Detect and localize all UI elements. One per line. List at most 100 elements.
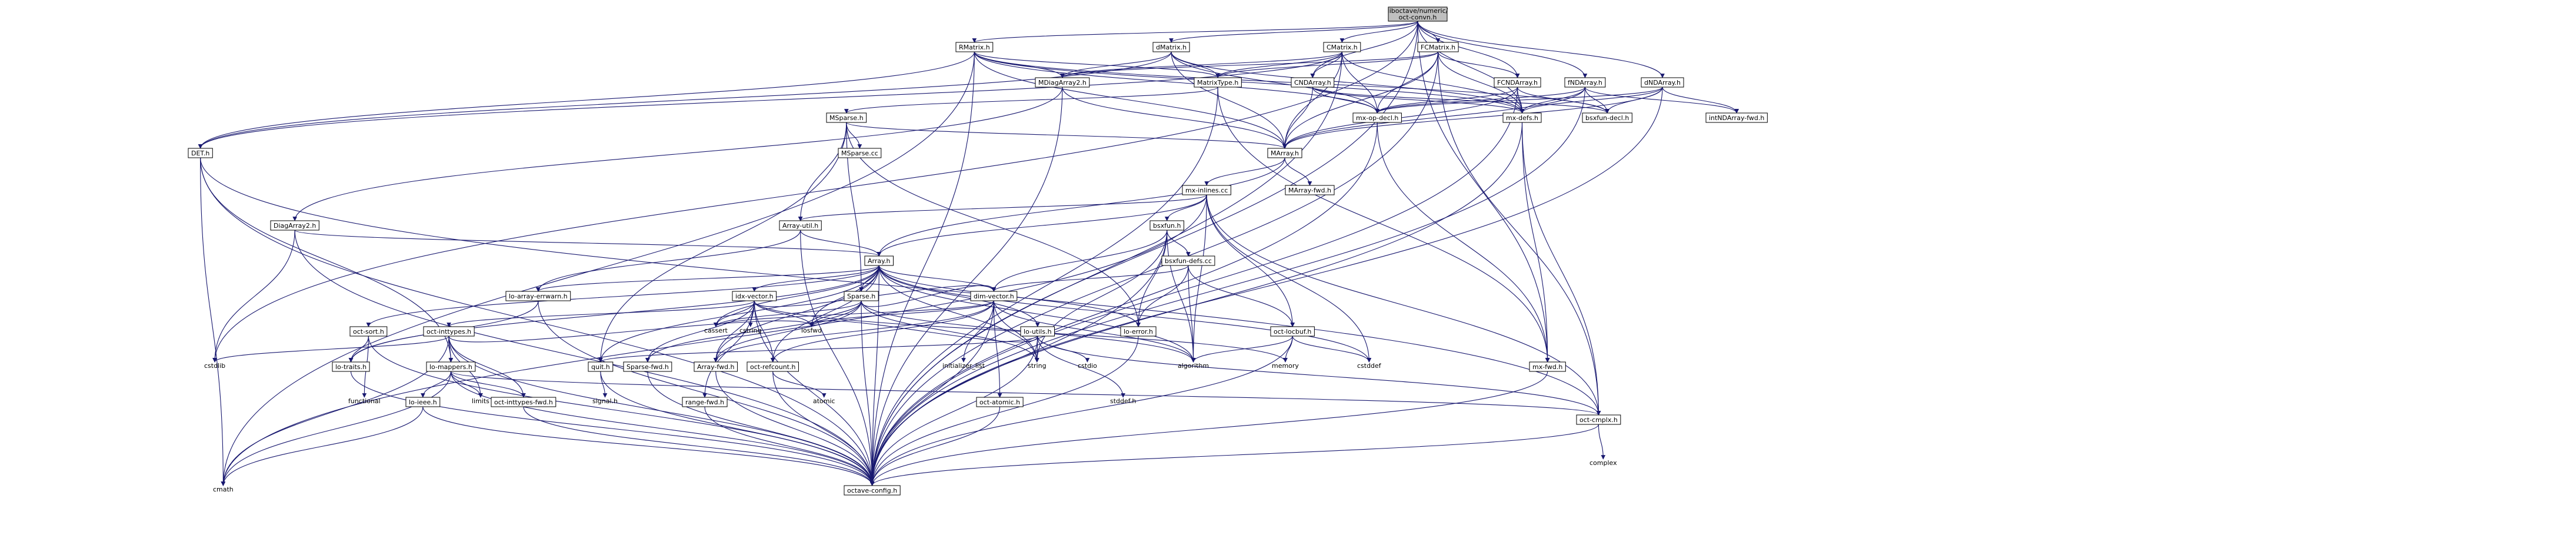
node-dmatrix[interactable]: dMatrix.h bbox=[1152, 42, 1190, 52]
edge-bsxfun-to-algorithm bbox=[1167, 230, 1196, 363]
node-sparsefwd[interactable]: Sparse-fwd.h bbox=[623, 361, 672, 372]
node-quith[interactable]: quit.h bbox=[588, 361, 614, 372]
edge-dimvector-to-algorithm bbox=[993, 300, 1196, 363]
edge-root-to-fndarray bbox=[1417, 21, 1588, 78]
edge-bsxfundefs-to-loerror bbox=[1136, 265, 1189, 327]
node-idxvector[interactable]: idx-vector.h bbox=[732, 291, 777, 301]
node-stddef: stddef.h bbox=[1110, 397, 1136, 405]
edge-cmatrix-to-marray bbox=[1282, 51, 1342, 149]
node-mdiagarray2[interactable]: MDiagArray2.h bbox=[1035, 77, 1090, 88]
node-msparsecc[interactable]: MSparse.cc bbox=[838, 148, 882, 158]
node-label: oct-refcount.h bbox=[750, 363, 796, 371]
edge-fndarray-to-marray bbox=[1282, 87, 1585, 149]
edge-rmatrix-to-cmath bbox=[221, 51, 975, 486]
node-lomappers[interactable]: lo-mappers.h bbox=[426, 361, 476, 372]
node-octcmplx[interactable]: oct-cmplx.h bbox=[1576, 414, 1621, 425]
node-loieee[interactable]: lo-ieee.h bbox=[405, 397, 441, 407]
node-dndarray[interactable]: dNDArray.h bbox=[1641, 77, 1684, 88]
edge-mxinlines-to-array bbox=[877, 194, 1207, 257]
edge-idxvector-to-octinttypes bbox=[446, 300, 755, 327]
node-fndarray[interactable]: fNDArray.h bbox=[1564, 77, 1606, 88]
edge-octatomic-to-octaveconfig bbox=[869, 406, 1001, 486]
node-mxtype[interactable]: MatrixType.h bbox=[1194, 77, 1242, 88]
edge-root-to-rmatrix bbox=[972, 21, 1418, 43]
node-label: FCMatrix.h bbox=[1421, 44, 1455, 51]
node-arrayutil[interactable]: Array-util.h bbox=[779, 220, 822, 231]
node-array[interactable]: Array.h bbox=[864, 255, 894, 266]
edge-sparse-to-arrayfwd bbox=[713, 300, 862, 363]
node-bsxfun[interactable]: bsxfun.h bbox=[1149, 220, 1185, 231]
node-bsxfundefs[interactable]: bsxfun-defs.cc bbox=[1161, 255, 1215, 266]
edge-array-to-cassert bbox=[714, 265, 879, 327]
node-label: oct-locbuf.h bbox=[1274, 328, 1311, 336]
node-sparse[interactable]: Sparse.h bbox=[844, 291, 879, 301]
edge-cmatrix-to-mxtype bbox=[1215, 51, 1342, 78]
node-rangefwd[interactable]: range-fwd.h bbox=[682, 397, 728, 407]
edge-fcmatrix-to-fcndarray bbox=[1438, 51, 1520, 78]
node-loutils[interactable]: lo-utils.h bbox=[1020, 326, 1055, 337]
node-initlist: initializer_list bbox=[942, 362, 985, 370]
node-iosfwd: iosfwd bbox=[801, 327, 822, 334]
edge-fcmatrix-to-marray bbox=[1282, 51, 1439, 149]
edge-fndarray-to-octaveconfig bbox=[869, 87, 1585, 486]
node-label: oct-sort.h bbox=[353, 328, 384, 336]
node-label: octave-config.h bbox=[847, 487, 897, 494]
edge-octinttypes-to-iosfwd bbox=[448, 320, 814, 343]
node-fcndarray[interactable]: FCNDArray.h bbox=[1494, 77, 1541, 88]
node-label: Sparse-fwd.h bbox=[626, 363, 669, 371]
node-arrayfwd[interactable]: Array-fwd.h bbox=[694, 361, 738, 372]
edge-idxvector-to-sparsefwd bbox=[645, 300, 755, 363]
edge-loutils-to-stddef bbox=[1037, 336, 1125, 398]
edge-root-to-dndarray bbox=[1417, 21, 1665, 78]
node-fcmatrix[interactable]: FCMatrix.h bbox=[1417, 42, 1459, 52]
edge-lomappers-to-cmath bbox=[221, 371, 451, 486]
edge-cndarray-to-mxopdecl bbox=[1312, 87, 1380, 114]
node-label: cstring bbox=[739, 327, 762, 334]
node-octsort[interactable]: oct-sort.h bbox=[349, 326, 388, 337]
edge-array-to-cstddef bbox=[878, 265, 1372, 363]
node-octaveconfig[interactable]: octave-config.h bbox=[844, 485, 901, 496]
node-ioarrayerrwarn[interactable]: lo-array-errwarn.h bbox=[505, 291, 571, 301]
node-intndarrayfwd[interactable]: intNDArray-fwd.h bbox=[1705, 112, 1768, 123]
edge-octinttypesfwd-to-octaveconfig bbox=[523, 406, 875, 486]
node-cassert: cassert bbox=[704, 327, 728, 334]
node-diagarray2[interactable]: DiagArray2.h bbox=[270, 220, 319, 231]
edge-bsxfun-to-octaveconfig bbox=[869, 230, 1168, 486]
edge-msparse-to-sparse bbox=[846, 122, 864, 292]
node-label: complex bbox=[1589, 459, 1617, 467]
node-octlocbuf[interactable]: oct-locbuf.h bbox=[1270, 326, 1315, 337]
node-octatomic[interactable]: oct-atomic.h bbox=[976, 397, 1024, 407]
edge-octsort-to-lotraits bbox=[348, 336, 369, 363]
node-lotraits[interactable]: lo-traits.h bbox=[332, 361, 370, 372]
node-octinttypesfwd[interactable]: oct-inttypes-fwd.h bbox=[491, 397, 556, 407]
node-cmath: cmath bbox=[213, 486, 234, 493]
edge-rmatrix-to-det bbox=[198, 51, 975, 149]
node-mxfwd[interactable]: mx-fwd.h bbox=[1529, 361, 1566, 372]
node-marrayfwd[interactable]: MArray-fwd.h bbox=[1285, 185, 1335, 195]
node-cndarray[interactable]: CNDArray.h bbox=[1291, 77, 1335, 88]
node-rmatrix[interactable]: RMatrix.h bbox=[955, 42, 994, 52]
edge-sparse-to-string bbox=[861, 300, 1039, 363]
node-cmatrix[interactable]: CMatrix.h bbox=[1323, 42, 1361, 52]
node-mxdefs[interactable]: mx-defs.h bbox=[1502, 112, 1542, 123]
node-octrefcount[interactable]: oct-refcount.h bbox=[747, 361, 799, 372]
node-msparse[interactable]: MSparse.h bbox=[826, 112, 867, 123]
node-octinttypes[interactable]: oct-inttypes.h bbox=[423, 326, 475, 337]
node-label: MArray-fwd.h bbox=[1288, 187, 1331, 194]
edge-loieee-to-cmath bbox=[221, 406, 424, 486]
edge-loutils-to-iosfwd bbox=[809, 320, 1038, 343]
edge-dmatrix-to-mdiagarray2 bbox=[1060, 51, 1172, 78]
node-mxopdecl[interactable]: mx-op-decl.h bbox=[1352, 112, 1402, 123]
edge-mxtype-to-octaveconfig bbox=[869, 87, 1218, 486]
node-marray[interactable]: MArray.h bbox=[1267, 148, 1302, 158]
node-label: mx-inlines.cc bbox=[1185, 187, 1228, 194]
node-mxinlines[interactable]: mx-inlines.cc bbox=[1182, 185, 1231, 195]
node-det[interactable]: DET.h bbox=[188, 148, 213, 158]
edge-mxfwd-to-octaveconfig bbox=[869, 371, 1548, 486]
edge-mxinlines-to-cmath bbox=[221, 194, 1207, 486]
node-dimvector[interactable]: dim-vector.h bbox=[970, 291, 1018, 301]
edge-mxtype-to-msparse bbox=[844, 87, 1218, 114]
node-root[interactable]: liboctave/numeric/oct-convn.h bbox=[1388, 6, 1448, 22]
node-loerror[interactable]: lo-error.h bbox=[1120, 326, 1157, 337]
node-bsxfundecl[interactable]: bsxfun-decl.h bbox=[1582, 112, 1632, 123]
